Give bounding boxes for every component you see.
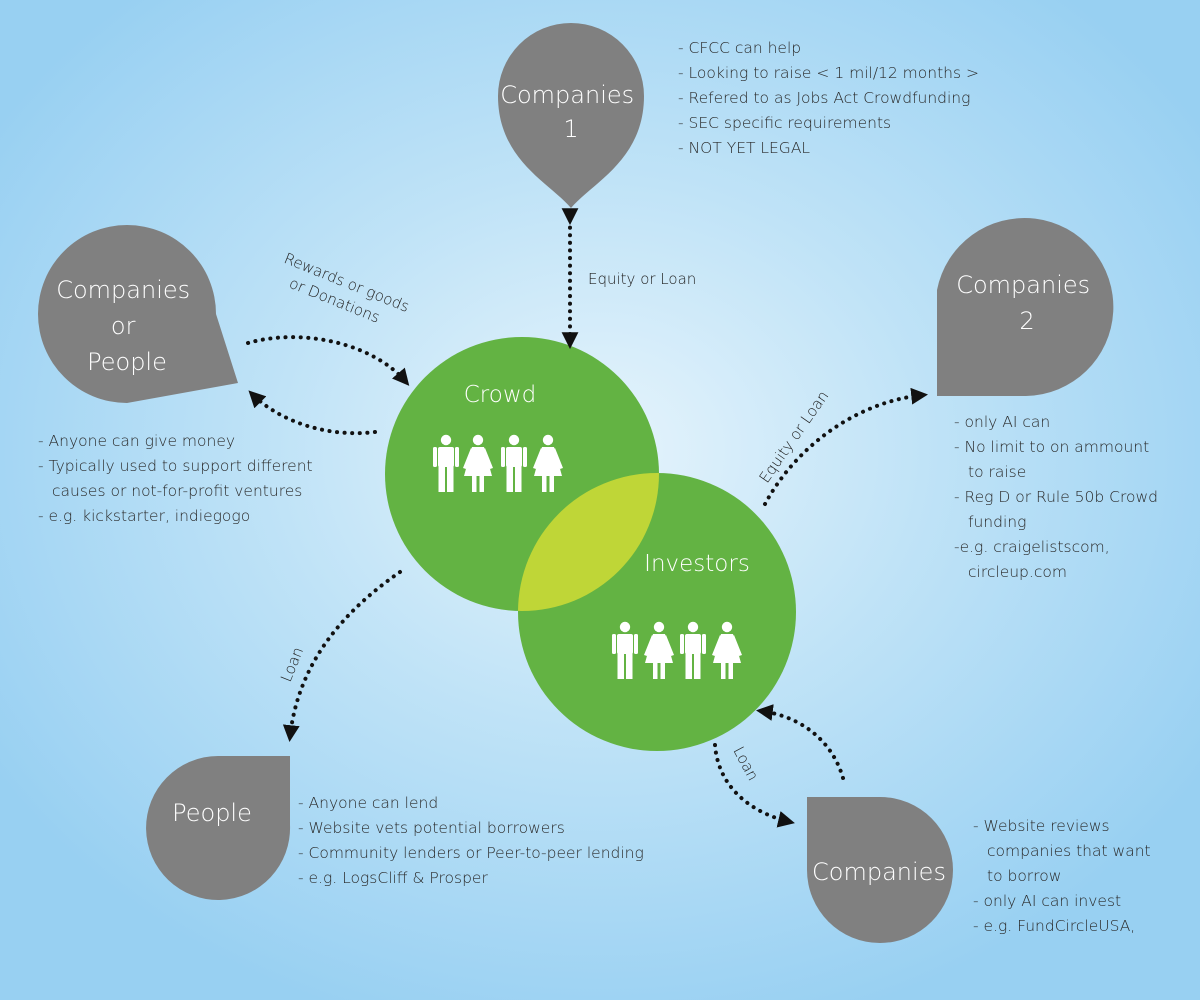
people-drop	[146, 756, 291, 900]
rewards-label: Rewards or goods or Donations	[274, 249, 417, 337]
note-item: - Community lenders or Peer-to-peer lend…	[298, 844, 644, 862]
note-item: - Website vets potential borrowers	[298, 819, 565, 837]
equity-loan-right-label: Equity or Loan	[756, 387, 833, 486]
note-item: - SEC specific requirements	[678, 114, 892, 132]
companies-1-title: Companies 1	[500, 81, 642, 143]
arrow-companies-loan-to-investors	[756, 704, 845, 780]
companies-1-drop	[498, 23, 644, 208]
companies-or-people-drop	[38, 225, 238, 403]
note-item: -e.g. craigelistscom, circleup.com	[954, 538, 1110, 581]
crowd-label: Crowd	[464, 382, 537, 408]
companies-loan-title: Companies	[812, 858, 946, 886]
companies-loan-notes: - Website reviews companies that want to…	[973, 814, 1158, 939]
circle-overlap	[518, 473, 659, 611]
note-item: - e.g. kickstarter, indiegogo	[38, 507, 251, 525]
companies-loan-drop	[807, 797, 953, 943]
loan-bottom-label: Loan	[729, 743, 762, 783]
note-item: - only AI can	[954, 413, 1051, 431]
note-item: - Anyone can lend	[298, 794, 439, 812]
companies-1-notes: - CFCC can help - Looking to raise < 1 m…	[678, 36, 998, 161]
note-item: - Website reviews companies that want to…	[973, 817, 1151, 885]
people-title: People	[172, 799, 252, 827]
arrow-to-companies-2	[763, 387, 929, 506]
companies-2-notes: - only AI can - No limit to on ammount t…	[954, 410, 1169, 585]
arrow-to-people	[282, 570, 402, 743]
arrow-rewards-to-crowd	[246, 335, 410, 386]
note-item: - Reg D or Rule 50b Crowd funding	[954, 488, 1159, 531]
companies-2-title: Companies 2	[956, 271, 1098, 335]
note-item: - No limit to on ammount to raise	[954, 438, 1150, 481]
companies-or-people-title: Companies or People	[56, 276, 198, 376]
note-item: - Looking to raise < 1 mil/12 months >	[678, 64, 979, 82]
companies-2-drop	[937, 218, 1114, 396]
note-item: - e.g. FundCircleUSA,	[973, 917, 1136, 935]
note-item: - Anyone can give money	[38, 432, 236, 450]
note-item: - Refered to as Jobs Act Crowdfunding	[678, 89, 971, 107]
equity-loan-top-label: Equity or Loan	[588, 270, 696, 288]
note-item: - NOT YET LEGAL	[678, 139, 811, 157]
note-item: - e.g. LogsCliff & Prosper	[298, 869, 488, 887]
note-item: - Typically used to support different ca…	[38, 457, 313, 500]
note-item: - only AI can invest	[973, 892, 1122, 910]
loan-left-label: Loan	[277, 644, 307, 684]
investors-label: Investors	[644, 551, 750, 577]
arrow-crowd-to-companies-or-people	[248, 390, 377, 436]
companies-or-people-notes: - Anyone can give money - Typically used…	[38, 429, 328, 529]
people-notes: - Anyone can lend - Website vets potenti…	[298, 791, 668, 891]
note-item: - CFCC can help	[678, 39, 802, 57]
